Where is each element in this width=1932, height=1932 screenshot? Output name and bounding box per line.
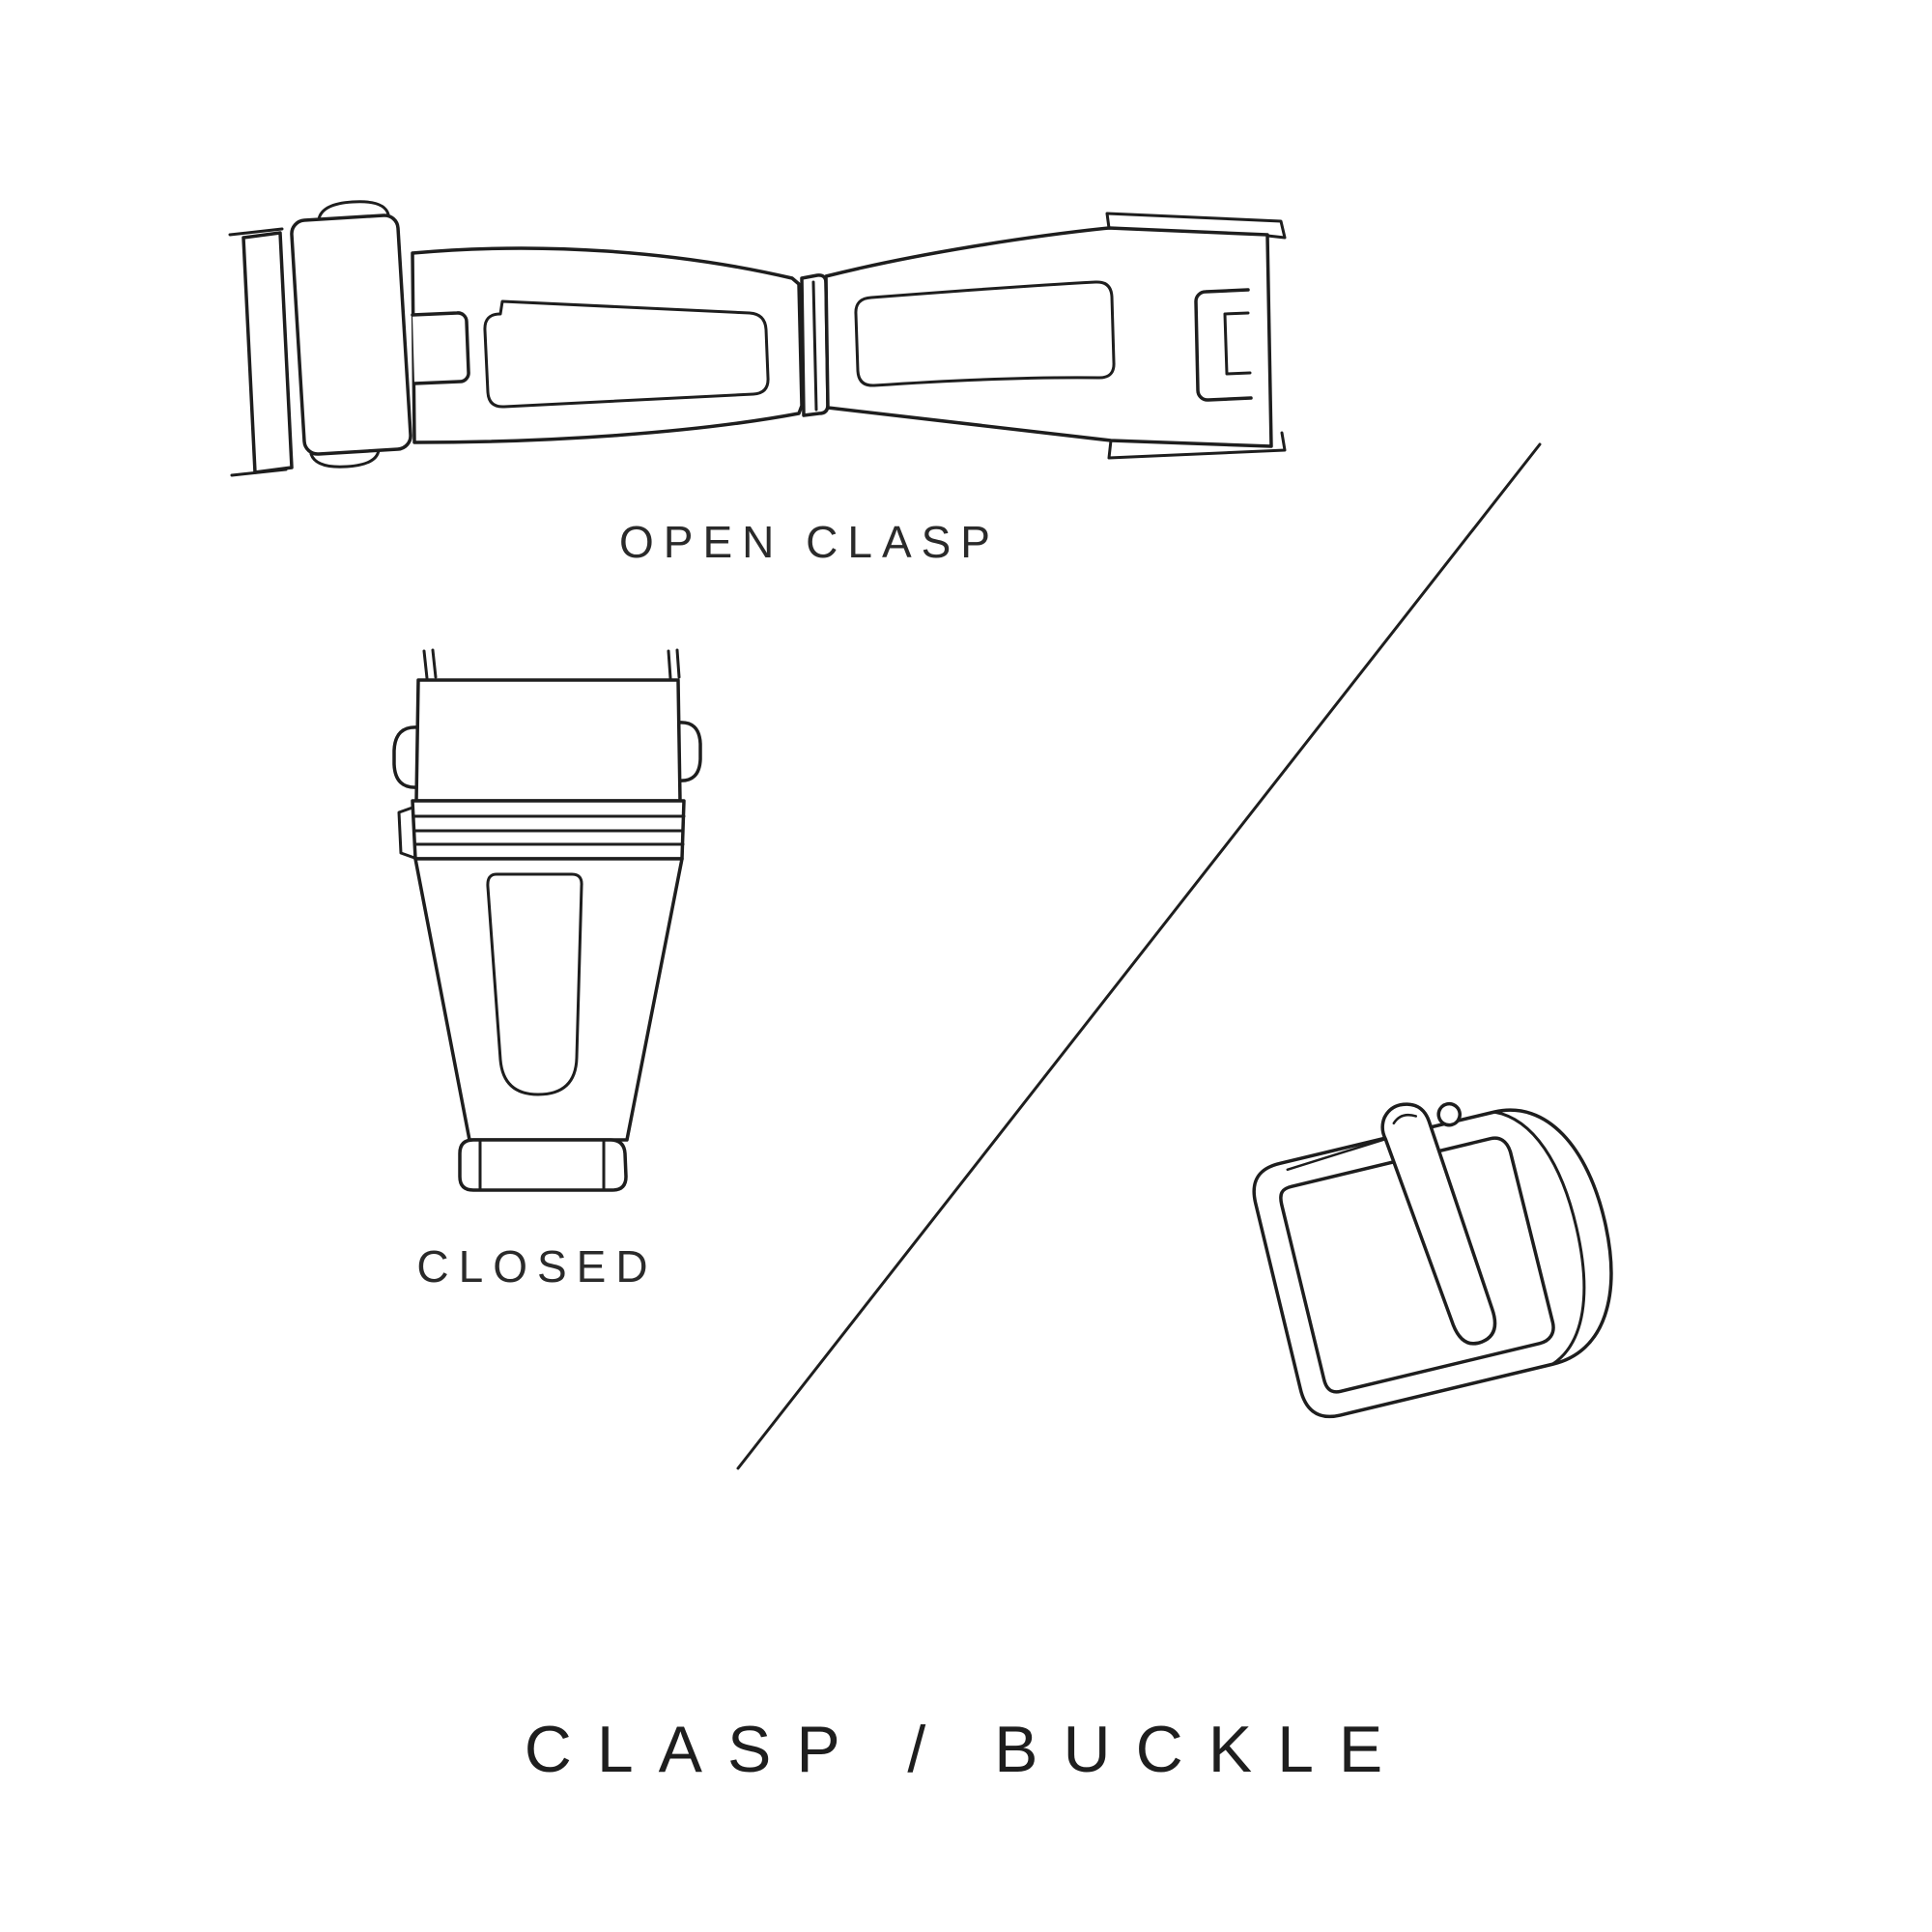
page-title: CLASP / BUCKLE — [524, 1713, 1408, 1786]
buckle-spring-bar — [1286, 1137, 1387, 1172]
closed-clasp-left-prong — [422, 648, 438, 680]
buckle-pivot-ring — [1436, 1101, 1462, 1127]
open-clasp-illustration — [228, 200, 1287, 477]
clasp-fold-cover — [290, 213, 412, 456]
clasp-left-arm — [411, 246, 804, 444]
clasp-end-strip-bottom-edge — [230, 468, 288, 477]
clasp-right-arm-bracket — [1194, 288, 1253, 402]
clasp-cover-top-bump — [317, 200, 390, 221]
clasp-right-arm-inner-outline — [854, 280, 1116, 387]
closed-clasp-right-ear — [676, 721, 702, 782]
open-clasp-label: OPEN CLASP — [619, 517, 1000, 567]
clasp-right-arm — [824, 226, 1273, 448]
closed-clasp-foot-lines — [478, 1139, 606, 1191]
closed-clasp-body — [413, 857, 684, 1142]
closed-clasp-left-ear — [392, 725, 420, 789]
clasp-cover-bottom-bump — [309, 448, 381, 469]
closed-clasp-right-prong — [667, 648, 681, 680]
clasp-right-arm-bottom-flange — [1107, 431, 1287, 460]
closed-clasp-inner-slot — [486, 872, 583, 1096]
closed-clasp-label: CLOSED — [416, 1241, 658, 1292]
clasp-center-hinge-line — [811, 280, 818, 412]
closed-clasp-left-tab — [397, 806, 416, 860]
clasp-end-strip — [242, 231, 294, 474]
clasp-right-arm-bracket-notch — [1223, 311, 1252, 376]
closed-clasp-illustration — [392, 648, 702, 1192]
closed-clasp-band-lines — [412, 814, 686, 846]
clasp-left-arm-inner-outline — [483, 299, 770, 409]
buckle-frame — [1252, 1108, 1613, 1419]
clasp-left-arm-latch — [411, 311, 470, 385]
closed-clasp-foot — [458, 1138, 628, 1192]
buckle-band-inner-curve — [1492, 1110, 1586, 1366]
clasp-right-arm-top-flange — [1105, 212, 1287, 240]
buckle-tang — [1380, 1102, 1497, 1346]
clasp-end-strip-top-edge — [228, 227, 284, 237]
tang-buckle-illustration — [1252, 1101, 1613, 1419]
closed-clasp-top-block — [414, 678, 682, 803]
diagonal-divider-line — [736, 442, 1542, 1470]
buckle-tang-hook-line — [1392, 1113, 1417, 1125]
